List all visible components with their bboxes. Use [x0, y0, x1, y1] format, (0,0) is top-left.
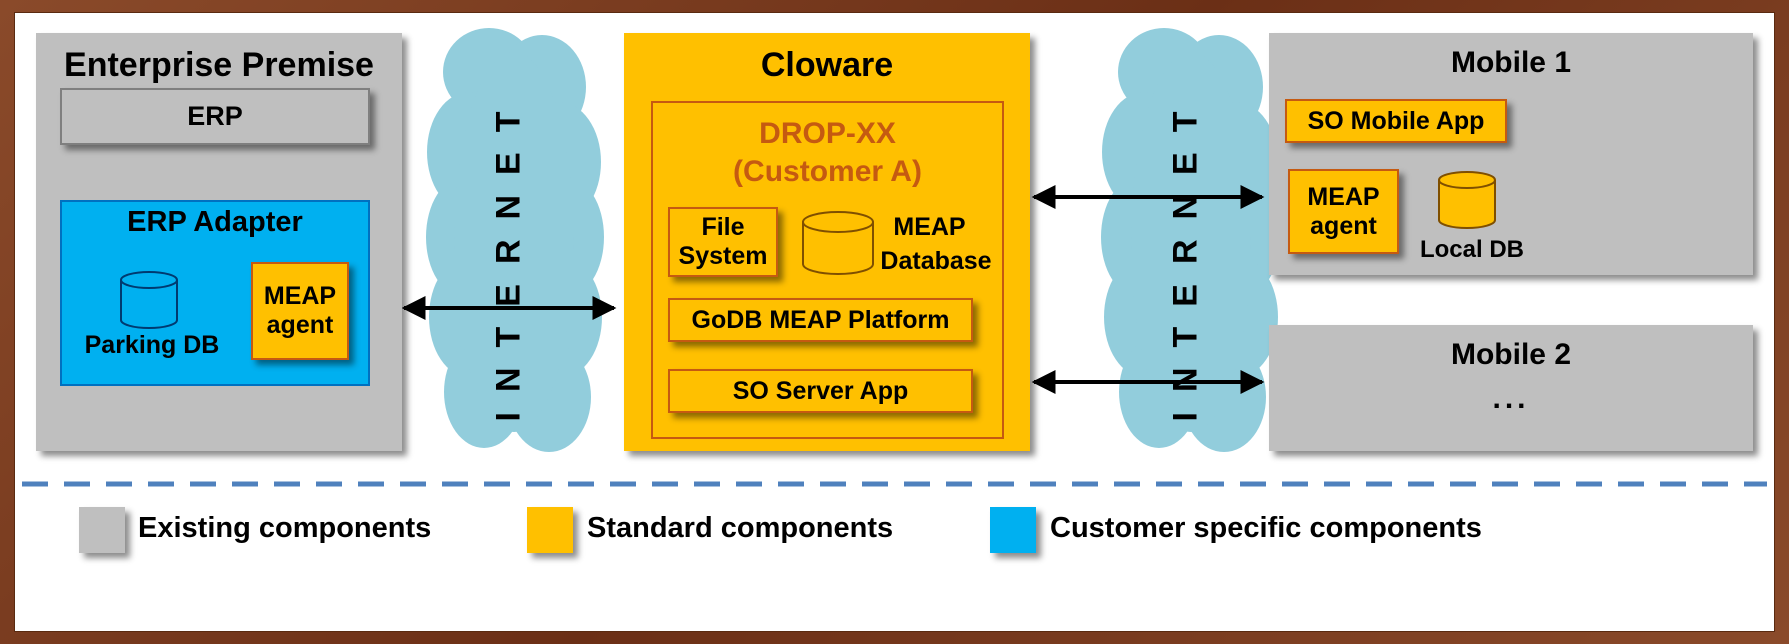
- meap-database-icon: [802, 211, 874, 275]
- legend-swatch-customer: [990, 507, 1036, 553]
- drop-xx-customer: (Customer A): [733, 155, 922, 188]
- legend-label-standard: Standard components: [587, 512, 894, 544]
- erp-box: ERP: [60, 88, 370, 145]
- meap-agent-enterprise: MEAP agent: [251, 262, 349, 360]
- drop-xx-box: [651, 101, 1004, 439]
- mobile1-title: Mobile 1: [1450, 46, 1571, 79]
- so-server-app-box: SO Server App: [668, 369, 973, 413]
- legend-label-customer: Customer specific components: [1050, 512, 1482, 544]
- file-system-line1: File: [701, 213, 745, 241]
- diagram-graphics: [22, 28, 1767, 487]
- mobile2-title: Mobile 2: [1450, 338, 1571, 371]
- enterprise-premise-title: Enterprise Premise: [64, 46, 374, 84]
- meap-agent-mobile1-line2: agent: [1310, 211, 1377, 240]
- parking-db-icon: [120, 271, 178, 329]
- mobile2-ellipsis: ...: [1492, 382, 1530, 415]
- meap-database-line1: MEAP: [893, 213, 966, 241]
- cloud-left-icon: [426, 28, 604, 452]
- erp-adapter-title: ERP Adapter: [127, 206, 303, 238]
- internet-right-label: INTERNET: [1166, 91, 1205, 422]
- drop-xx-title: DROP-XX: [759, 117, 896, 150]
- meap-agent-enterprise-line1: MEAP: [263, 282, 337, 310]
- legend-label-existing: Existing components: [138, 512, 432, 544]
- so-mobile-app-box: SO Mobile App: [1285, 99, 1507, 143]
- file-system-box: File System: [668, 207, 778, 277]
- cloware-title: Cloware: [760, 46, 894, 84]
- legend-swatch-existing: [79, 507, 125, 553]
- internet-left-label: INTERNET: [489, 91, 528, 422]
- meap-agent-enterprise-line2: agent: [266, 311, 334, 339]
- meap-agent-mobile1: MEAP agent: [1288, 169, 1399, 254]
- meap-agent-mobile1-line1: MEAP: [1307, 182, 1380, 211]
- legend-swatch-standard: [527, 507, 573, 553]
- parking-db-label: Parking DB: [84, 331, 220, 359]
- mobile2-panel: [1269, 325, 1753, 451]
- local-db-icon: [1438, 171, 1496, 229]
- local-db-label: Local DB: [1419, 236, 1524, 263]
- diagram-canvas: Enterprise Premise ERP ERP Adapter Parki…: [14, 12, 1775, 632]
- godb-meap-platform-box: GoDB MEAP Platform: [668, 298, 973, 342]
- file-system-line2: System: [678, 242, 768, 270]
- meap-database-line2: Database: [880, 247, 992, 275]
